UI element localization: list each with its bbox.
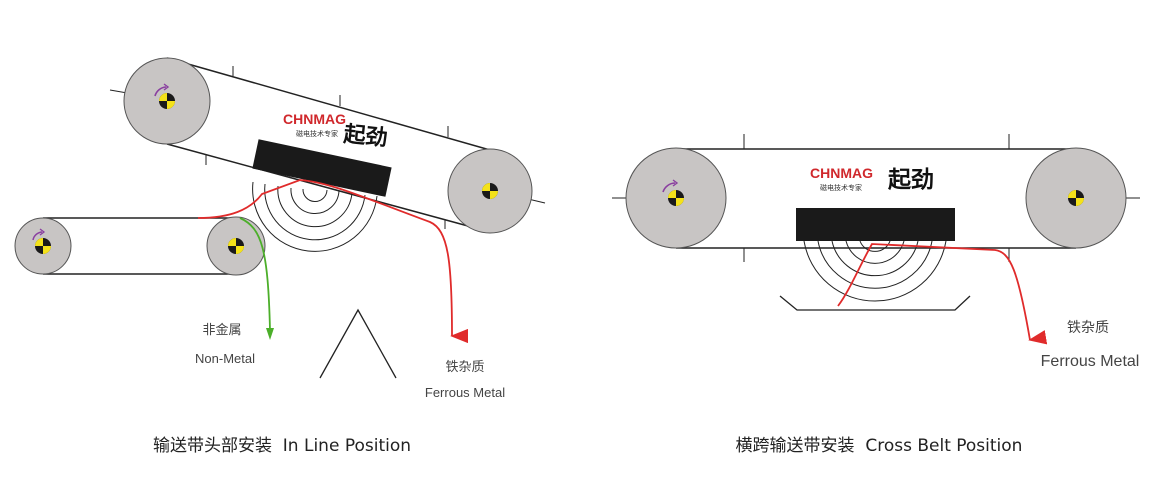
svg-text:磁电技术专家: 磁电技术专家 [296,129,338,138]
cross-belt-magnet [796,208,955,241]
magnetic-field [252,181,378,252]
svg-text:磁电技术专家: 磁电技术专家 [820,183,862,192]
caption-inline: 输送带头部安装 In Line Position [153,436,411,456]
nonmetal-path [239,217,271,331]
splitter-chute [319,308,397,379]
inline-position-diagram: CHNMAG 起劲 磁电技术专家 非金属 Non-Metal 铁杂质 Ferro… [14,57,546,456]
svg-text:CHNMAG: CHNMAG [810,165,873,181]
suspended-magnet [252,139,392,197]
rotation-arrow-icon [32,231,43,241]
svg-text:CHNMAG: CHNMAG [283,111,346,127]
pulley-center-icon [1068,190,1084,206]
pulley-center-icon [35,238,51,254]
material-trough [779,295,971,311]
pulley-center-icon [159,93,175,109]
ferrous-path [197,179,469,344]
pulley-center-icon [482,183,498,199]
ferrous-label-cn: 铁杂质 [1067,320,1109,336]
svg-text:起劲: 起劲 [888,167,934,193]
svg-text:起劲: 起劲 [341,122,388,152]
cross-belt-position-diagram: CHNMAG 起劲 磁电技术专家 铁杂质 Ferrous Metal 横跨输送带… [612,134,1140,456]
ferrous-path [837,243,1048,345]
ferrous-label-en: Ferrous Metal [1041,353,1140,370]
nonmetal-label-en: Non-Metal [195,351,255,366]
brand-logo: CHNMAG 起劲 磁电技术专家 [283,111,389,152]
caption-cross-belt: 横跨输送带安装 Cross Belt Position [736,436,1023,456]
pulley-center-icon [228,238,244,254]
inclined-conveyor [109,57,546,234]
rotation-arrow-icon [662,182,676,193]
ferrous-label-en: Ferrous Metal [425,385,505,400]
rotation-arrow-icon [154,86,167,97]
magnetic-field [803,240,947,302]
nonmetal-label-cn: 非金属 [202,322,241,338]
pulley-center-icon [668,190,684,206]
feed-conveyor [14,216,266,276]
ferrous-label-cn: 铁杂质 [445,360,484,375]
brand-logo: CHNMAG 起劲 磁电技术专家 [810,165,934,193]
cross-conveyor [612,134,1140,262]
